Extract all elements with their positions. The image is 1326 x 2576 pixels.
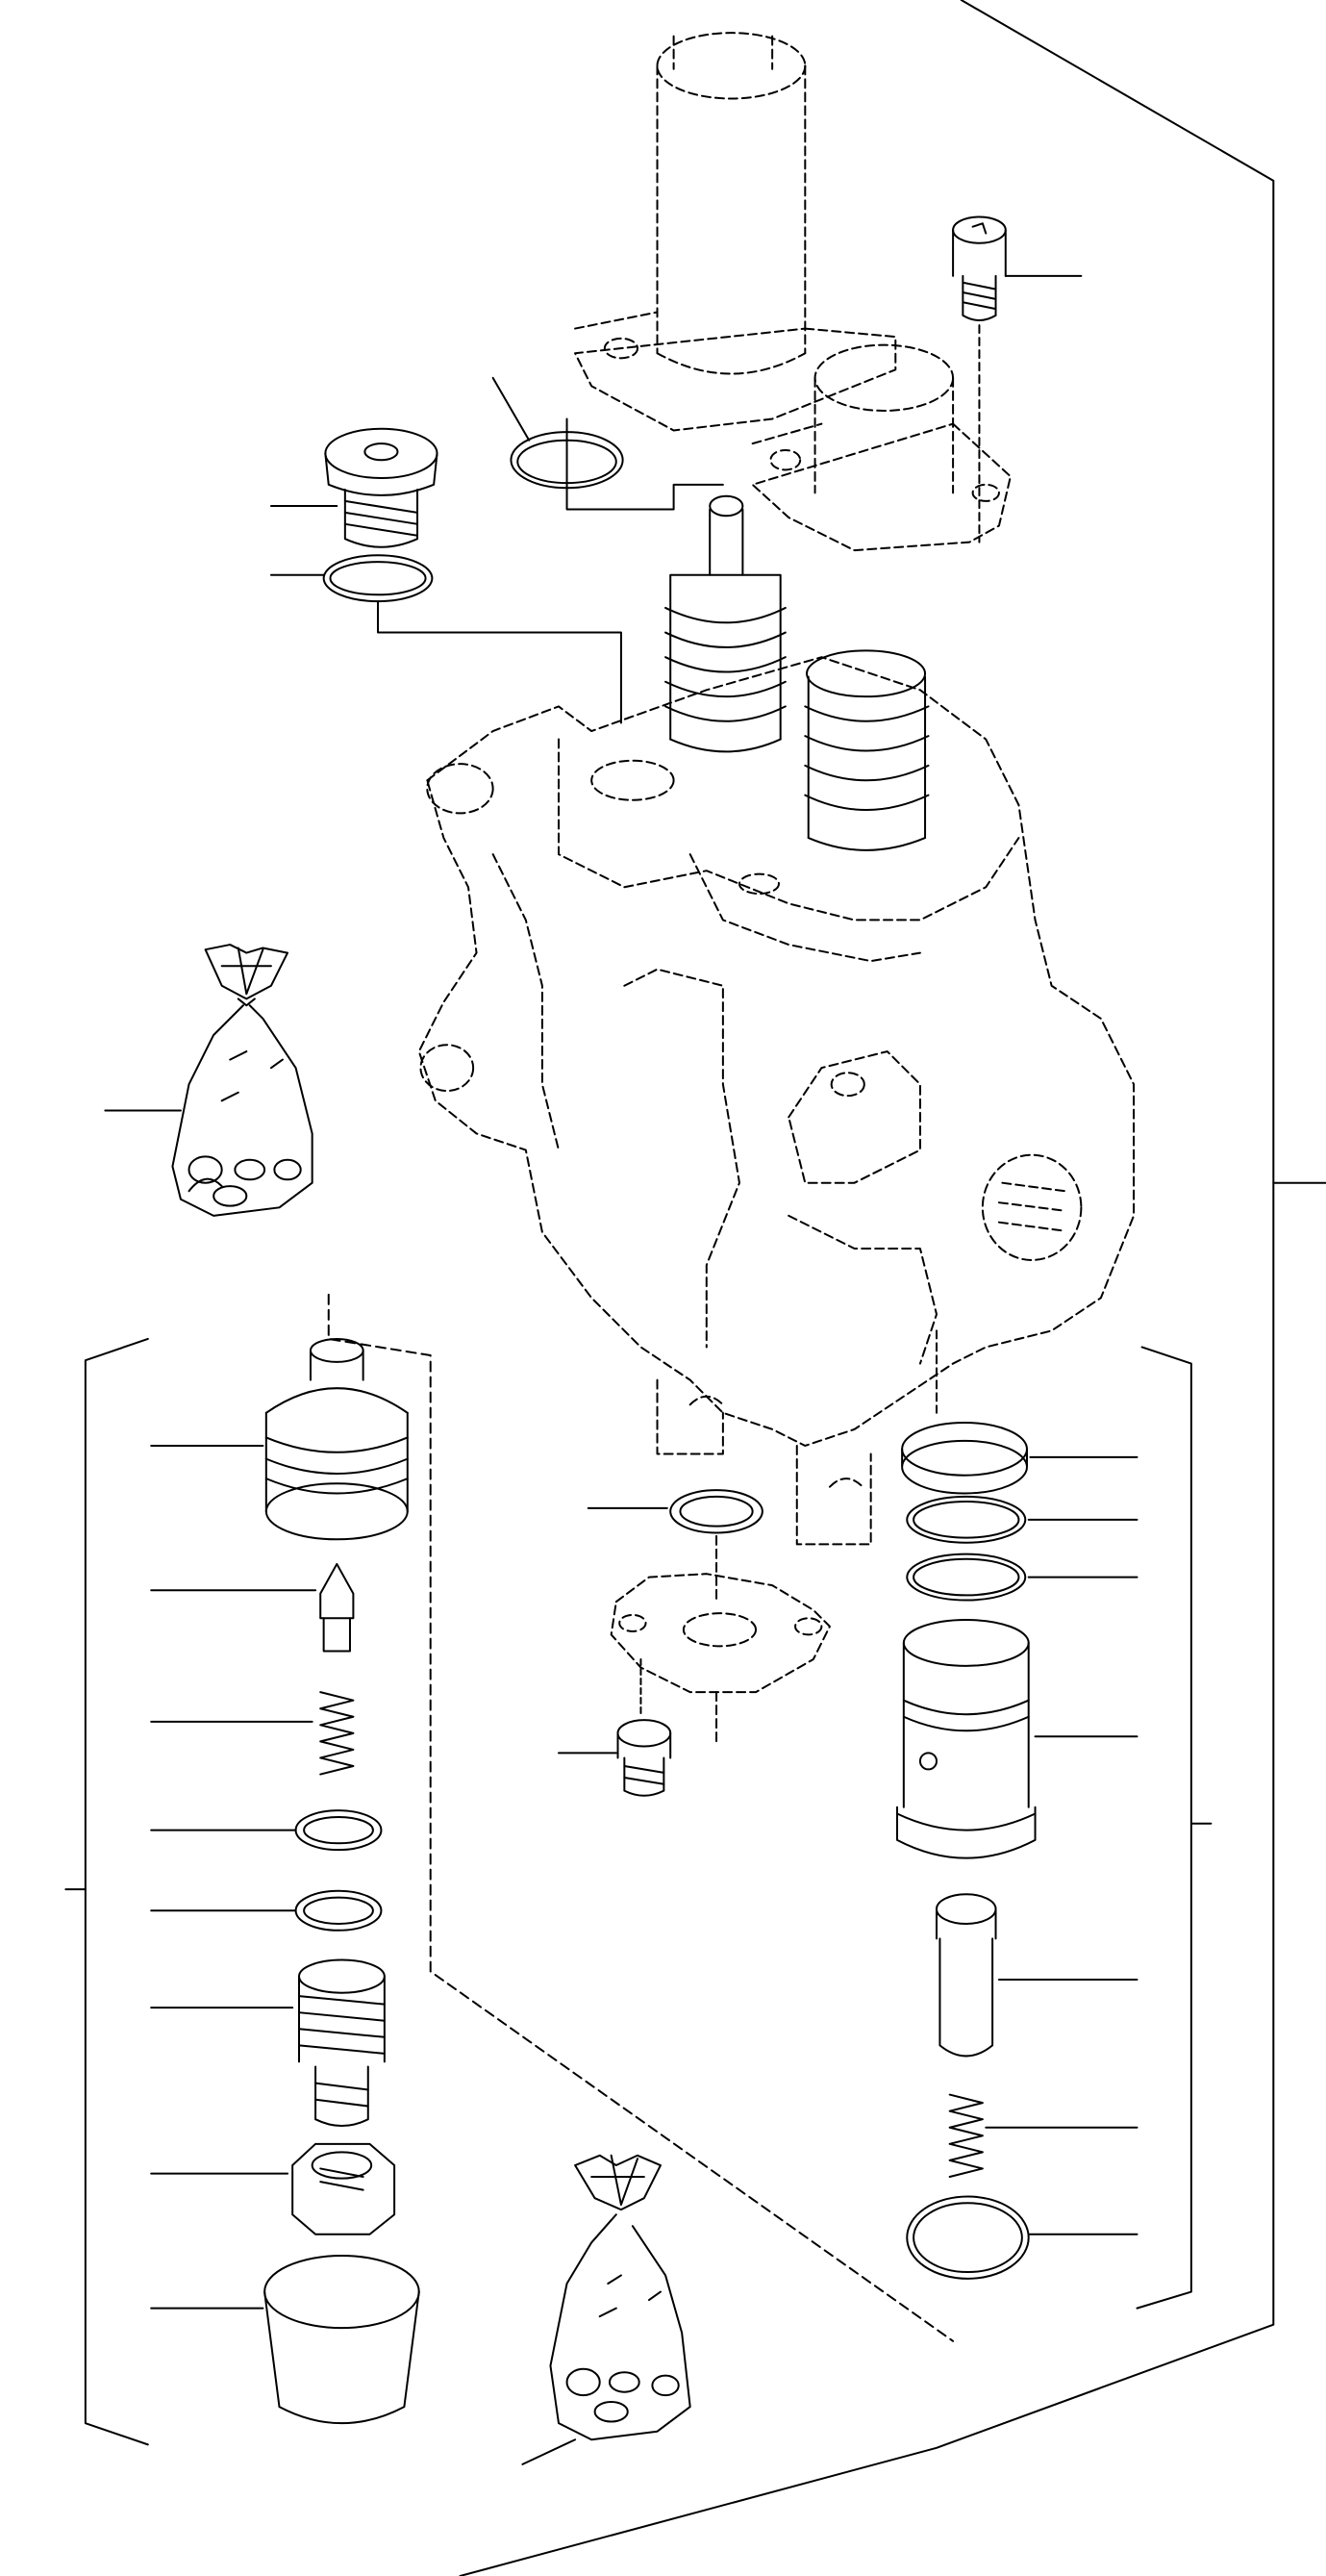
adjusting-screw[interactable] [151, 1960, 385, 2126]
o-ring-left-1[interactable] [151, 1810, 381, 1850]
protective-cap[interactable] [151, 2256, 419, 2423]
o-ring-plug[interactable] [271, 555, 621, 722]
spring-right[interactable] [950, 2095, 1138, 2177]
left-bracket [65, 1295, 953, 2445]
o-ring-right-2[interactable] [907, 1554, 1137, 1601]
cover-tube[interactable] [575, 33, 895, 430]
o-ring-left-2[interactable] [151, 1891, 381, 1931]
seal-kit-bag-bottom[interactable] [522, 2156, 689, 2464]
spool-spring-assembly[interactable] [665, 496, 928, 850]
seal-kit-bag-left[interactable] [105, 945, 312, 1216]
check-valve-sleeve[interactable] [897, 1620, 1137, 1858]
o-ring-right-1[interactable] [907, 1497, 1137, 1543]
plug-top[interactable] [271, 429, 438, 547]
valve-body[interactable] [419, 657, 1134, 1544]
o-ring-right-3[interactable] [907, 2196, 1137, 2278]
check-poppet[interactable] [937, 1894, 1137, 2056]
poppet[interactable] [151, 1564, 353, 1652]
o-ring-center[interactable] [588, 1490, 763, 1532]
cover-flange-right[interactable] [753, 345, 1011, 550]
cap-screw-top[interactable] [953, 216, 1081, 542]
spring-left[interactable] [151, 1692, 353, 1774]
lock-nut[interactable] [151, 2144, 394, 2235]
right-bracket [937, 1330, 1211, 2308]
relief-valve-body[interactable] [151, 1339, 408, 1539]
cap-screw-center[interactable] [559, 1659, 670, 1796]
flange-plate[interactable] [612, 1536, 830, 1741]
outer-frame-lines [460, 0, 1326, 2576]
o-ring-top[interactable] [493, 378, 723, 510]
backup-ring-right[interactable] [902, 1423, 1137, 1493]
